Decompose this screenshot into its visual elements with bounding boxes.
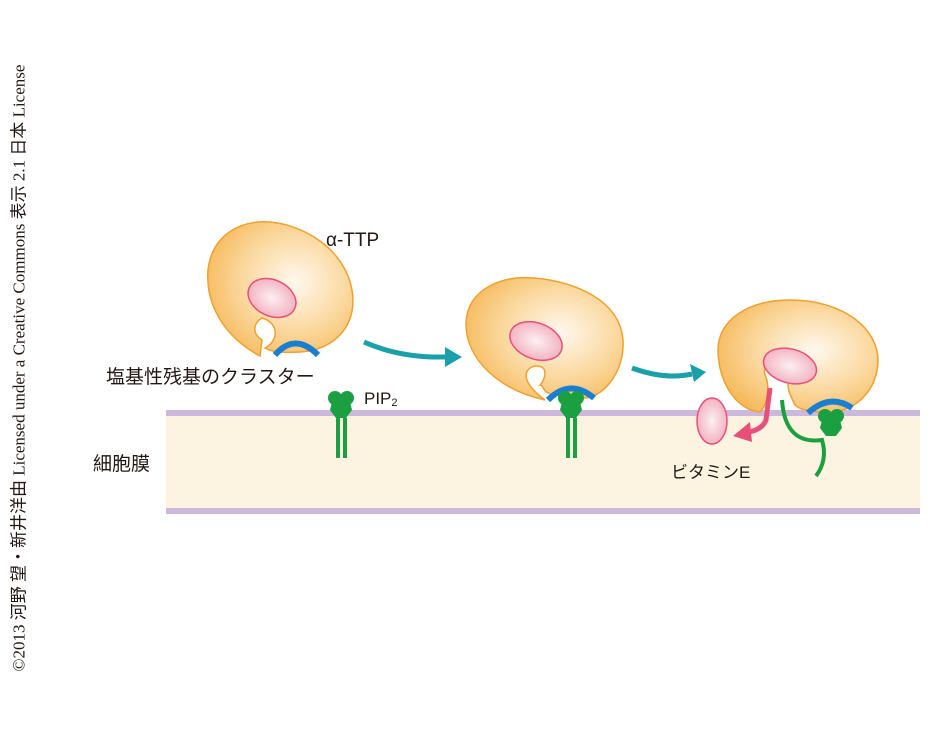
label-pip2: PIP2 — [364, 389, 398, 409]
cell-membrane — [166, 410, 920, 514]
label-pip2-subscript: 2 — [391, 397, 397, 409]
vitamin-e-in-pocket — [762, 347, 818, 385]
step-arrow-1 — [362, 339, 462, 367]
pip2-molecule-free — [328, 391, 354, 458]
stage-2-membrane-bound — [465, 276, 624, 458]
step-arrow-2 — [631, 364, 706, 382]
pip2-molecule-bound — [558, 391, 584, 458]
stage-3-vitamin-release — [696, 299, 879, 478]
release-arrowhead — [733, 422, 752, 442]
pip2-extraction-arrow — [780, 399, 826, 478]
stage-1-free-protein — [207, 221, 354, 358]
membrane-inner-leaflet — [166, 508, 920, 514]
label-pip2-main: PIP — [364, 389, 391, 408]
basic-residue-cluster — [272, 340, 321, 358]
vitamin-e-bound — [509, 320, 563, 362]
membrane-outer-leaflet — [166, 410, 920, 416]
label-alpha-ttp: α-TTP — [326, 230, 379, 251]
membrane-interior — [166, 413, 920, 511]
vitamin-e-bound — [247, 277, 297, 319]
vitamin-e-released — [696, 397, 728, 445]
basic-residue-cluster — [805, 398, 854, 416]
basic-residue-cluster — [545, 385, 596, 403]
label-basic-cluster: 塩基性残基のクラスター — [106, 366, 315, 388]
label-vitamin-e: ビタミンE — [671, 463, 750, 482]
label-cell-membrane: 細胞膜 — [93, 453, 150, 475]
